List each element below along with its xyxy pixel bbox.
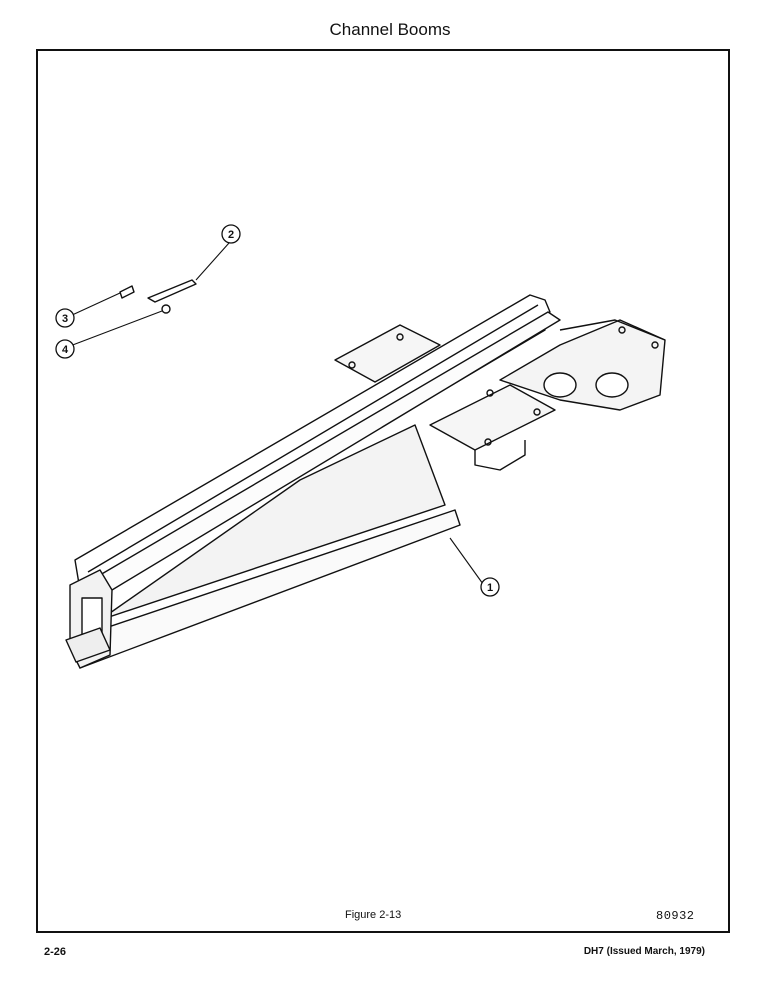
page-title: Channel Booms (329, 20, 451, 39)
callout-1: 1 (480, 577, 500, 597)
figure-frame (36, 49, 730, 933)
mounting-plate-upper (334, 324, 441, 383)
boom-inner-track (99, 311, 561, 591)
mounting-plate-lower (429, 384, 556, 451)
svg-text:2: 2 (228, 229, 234, 241)
svg-text:1: 1 (487, 582, 493, 594)
nut (161, 304, 171, 314)
clip-plate (147, 279, 197, 303)
bracket-hole (595, 372, 629, 398)
svg-text:3: 3 (62, 313, 68, 325)
page-number: 2-26 (44, 946, 67, 958)
callout-3: 3 (55, 308, 75, 328)
document-id: DH7 (Issued March, 1979) (583, 946, 705, 957)
bracket-hole (543, 372, 577, 398)
drawing-number: 80932 (656, 909, 695, 923)
figure-caption: Figure 2-13 (345, 909, 402, 921)
bolt (119, 285, 135, 299)
callout-4: 4 (55, 339, 75, 359)
callout-2: 2 (221, 224, 241, 244)
boom-web (99, 424, 446, 621)
svg-text:4: 4 (62, 344, 69, 356)
